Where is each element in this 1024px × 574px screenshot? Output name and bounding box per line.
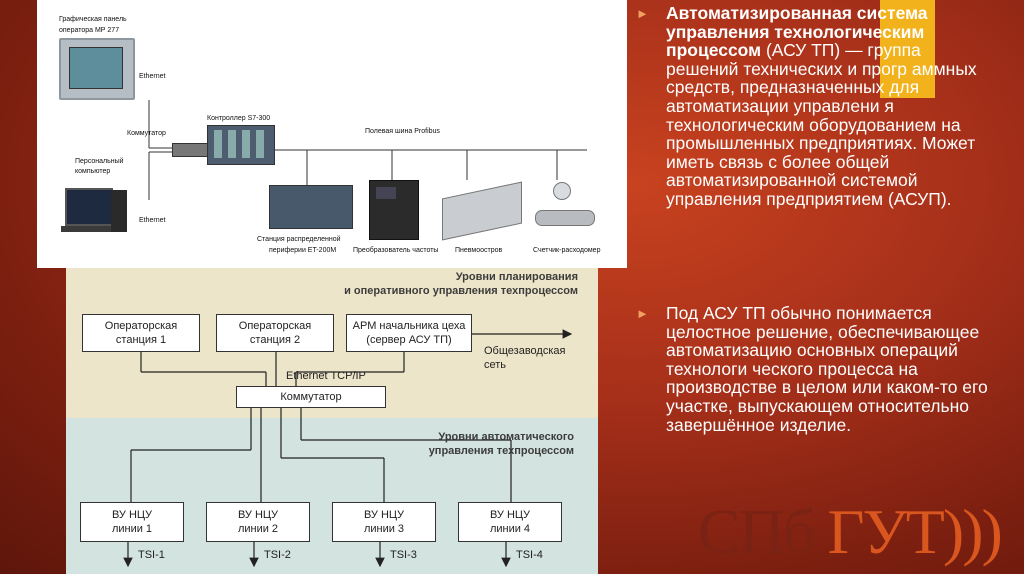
line-box-3: ВУ НЦУ линии 3: [332, 502, 436, 542]
switch-box: Коммутатор: [236, 386, 386, 408]
equipment-photo-panel: Графическая панель оператора МР 277 Ethe…: [37, 0, 627, 268]
line3-title: ВУ НЦУ: [363, 509, 405, 521]
label-ethernet-bottom: Ethernet: [139, 217, 166, 224]
tsi-4-label: TSI-4: [516, 549, 543, 561]
line1-sub: линии 1: [111, 523, 153, 535]
station1-line1: Операторская: [104, 320, 178, 332]
converter-image: [369, 180, 419, 240]
label-flowmeter: Счетчик-расходомер: [533, 247, 601, 254]
line4-title: ВУ НЦУ: [489, 509, 531, 521]
line2-sub: линии 2: [237, 523, 279, 535]
flowmeter-image: [535, 182, 595, 234]
plant-network-label: Общезаводская сеть: [484, 344, 565, 372]
pc-image: [59, 188, 129, 238]
operator-panel-image: [59, 38, 135, 100]
operator-station-2: Операторская станция 2: [216, 314, 334, 352]
line1-title: ВУ НЦУ: [111, 509, 153, 521]
label-operator-panel: Графическая панель: [59, 16, 127, 23]
label-converters: Преобразователь частоты: [353, 247, 439, 254]
heading-planning-line1: Уровни планирования: [455, 271, 578, 283]
heading-planning: Уровни планирования и оперативного управ…: [286, 270, 578, 298]
line3-sub: линии 3: [363, 523, 405, 535]
bullet-arrow-icon: ►: [636, 306, 649, 321]
et200m-image: [269, 185, 353, 229]
logo-waves-icon: ))): [942, 496, 1003, 567]
station2-line2: станция 2: [249, 334, 301, 346]
ethernet-tcpip-label: Ethernet TCP/IP: [286, 370, 366, 382]
switch-image: [172, 143, 209, 157]
plant-network-line2: сеть: [484, 359, 507, 371]
operator-station-1: Операторская станция 1: [82, 314, 200, 352]
switch-box-label: Коммутатор: [280, 391, 342, 403]
logo-gut: ГУТ: [827, 496, 944, 567]
accent-stripe: [880, 0, 935, 98]
station2-line1: Операторская: [238, 320, 312, 332]
label-pc: Персональный: [75, 158, 124, 165]
heading-automatic-line1: Уровни автоматического: [438, 431, 574, 443]
automatic-zone: [66, 418, 598, 574]
heading-automatic: Уровни автоматического управления техпро…: [316, 430, 574, 458]
label-et200-2: периферии ET-200M: [269, 247, 337, 254]
bullet-1-body: Автоматизированная система управления те…: [666, 4, 996, 209]
plant-network-line1: Общезаводская: [484, 345, 566, 357]
label-switch: Коммутатор: [127, 130, 166, 137]
line2-title: ВУ НЦУ: [237, 509, 279, 521]
bullet-2-body: Под АСУ ТП обычно понимается целостное р…: [666, 303, 988, 435]
label-operator-panel-2: оператора МР 277: [59, 27, 120, 34]
station1-line2: станция 1: [115, 334, 167, 346]
tsi-2-label: TSI-2: [264, 549, 291, 561]
description-text: ► Автоматизированная система управления …: [636, 0, 1016, 520]
controller-image: [207, 125, 275, 165]
arm-line1: АРМ начальника цеха: [352, 320, 466, 332]
bullet-1-rest: (АСУ ТП) — группа решений технических и …: [666, 40, 977, 209]
bullet-1-bold: Автоматизированная система управления те…: [666, 3, 928, 61]
heading-automatic-line2: управления техпроцессом: [428, 445, 574, 457]
logo-spb: СПб: [698, 496, 815, 567]
diagram-connections: [123, 329, 573, 568]
label-pneumatic: Пневмоостров: [455, 247, 503, 254]
line-box-1: ВУ НЦУ линии 1: [80, 502, 184, 542]
line-box-4: ВУ НЦУ линии 4: [458, 502, 562, 542]
tsi-1-label: TSI-1: [138, 549, 165, 561]
label-ethernet-top: Ethernet: [139, 73, 166, 80]
label-fieldbus: Полевая шина Profibus: [365, 128, 440, 135]
line-box-2: ВУ НЦУ линии 2: [206, 502, 310, 542]
arm-line2: (сервер АСУ ТП): [366, 334, 452, 346]
bullet-arrow-icon: ►: [636, 6, 649, 21]
heading-planning-line2: и оперативного управления техпроцессом: [344, 285, 578, 297]
arm-server-box: АРМ начальника цеха (сервер АСУ ТП): [346, 314, 472, 352]
spbgut-logo: СПб ГУТ))): [698, 492, 1003, 572]
asu-tp-diagram: Уровни планирования и оперативного управ…: [66, 268, 598, 574]
tsi-3-label: TSI-3: [390, 549, 417, 561]
label-pc-2: компьютер: [75, 168, 111, 175]
label-et200: Станция распределенной: [257, 236, 341, 243]
label-controller: Контроллер S7-300: [207, 115, 271, 122]
line4-sub: линии 4: [489, 523, 531, 535]
